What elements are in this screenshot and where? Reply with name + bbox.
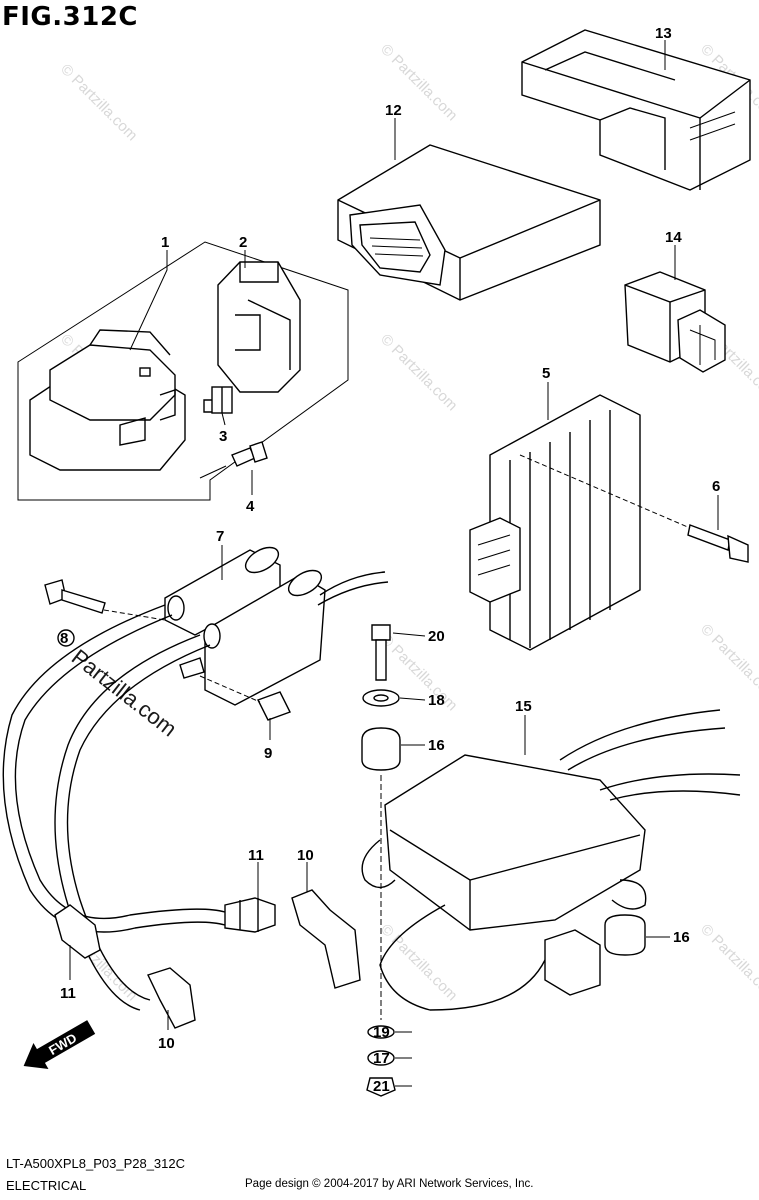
part-10-plug-boot (147, 889, 361, 1029)
part-8-bolt (44, 579, 166, 647)
callout-21: 21 (373, 1078, 390, 1095)
high-tension-leads (2, 604, 226, 1011)
watermark-text: © Partzilla.com (697, 621, 759, 704)
callout-11-lower: 11 (60, 985, 76, 1002)
watermark-text: © Partzilla.com (377, 331, 460, 414)
callout-1: 1 (161, 234, 169, 251)
callout-11: 11 (248, 847, 264, 864)
part-12-ecm (337, 144, 601, 301)
callout-9: 9 (264, 745, 272, 762)
part-11-plug-cap (54, 897, 276, 959)
callout-13: 13 (655, 25, 672, 42)
callout-19: 19 (373, 1024, 390, 1041)
part-14-connector (624, 271, 726, 373)
footer-model-code: LT-A500XPL8_P03_P28_312C (6, 1156, 186, 1171)
watermark-text: © Partzilla.com (57, 61, 140, 144)
callout-5: 5 (542, 365, 550, 382)
footer-section: ELECTRICAL (6, 1178, 87, 1193)
callout-16: 16 (428, 737, 445, 754)
part-2-cover (217, 261, 301, 393)
part-1-relay (29, 329, 186, 471)
callout-labels: 1 2 3 4 5 6 7 8 9 10 11 11 10 12 13 14 1… (60, 25, 720, 1095)
fwd-direction-arrow: FWD (23, 1020, 96, 1069)
callout-3: 3 (219, 428, 227, 445)
part-7-ignition-coil (164, 546, 389, 706)
callout-2: 2 (239, 234, 247, 251)
callout-7: 7 (216, 528, 224, 545)
callout-20: 20 (428, 628, 445, 645)
callout-18: 18 (428, 692, 445, 709)
callout-6: 6 (712, 478, 720, 495)
callout-17: 17 (373, 1050, 390, 1067)
group-frame-1 (17, 241, 349, 501)
callout-12: 12 (385, 102, 402, 119)
part-9-spacer (199, 675, 291, 721)
part-6-bolt (519, 454, 749, 563)
part-13-cover (521, 29, 751, 191)
callout-10-lower: 10 (158, 1035, 175, 1052)
mounting-hardware-stack (361, 624, 401, 1097)
callout-8: 8 (60, 630, 68, 647)
callout-4: 4 (246, 498, 255, 515)
callout-16-right: 16 (673, 929, 690, 946)
callout-14: 14 (665, 229, 682, 246)
footer-credit: Page design © 2004-2017 by ARI Network S… (245, 1178, 534, 1190)
leader-lines (69, 40, 719, 1087)
watermark-text: © Partzilla.com (697, 921, 759, 1004)
callout-15: 15 (515, 698, 532, 715)
figure-title: FIG.312C (2, 2, 139, 32)
callout-10: 10 (297, 847, 314, 864)
watermark-large-text: Partzilla.com (67, 644, 182, 741)
part-15-module (361, 709, 741, 1011)
part-5-regulator (469, 394, 641, 651)
part-4-screw (199, 441, 268, 479)
part-3-fuse (203, 386, 233, 414)
watermark-text: © Partzilla.com (377, 921, 460, 1004)
